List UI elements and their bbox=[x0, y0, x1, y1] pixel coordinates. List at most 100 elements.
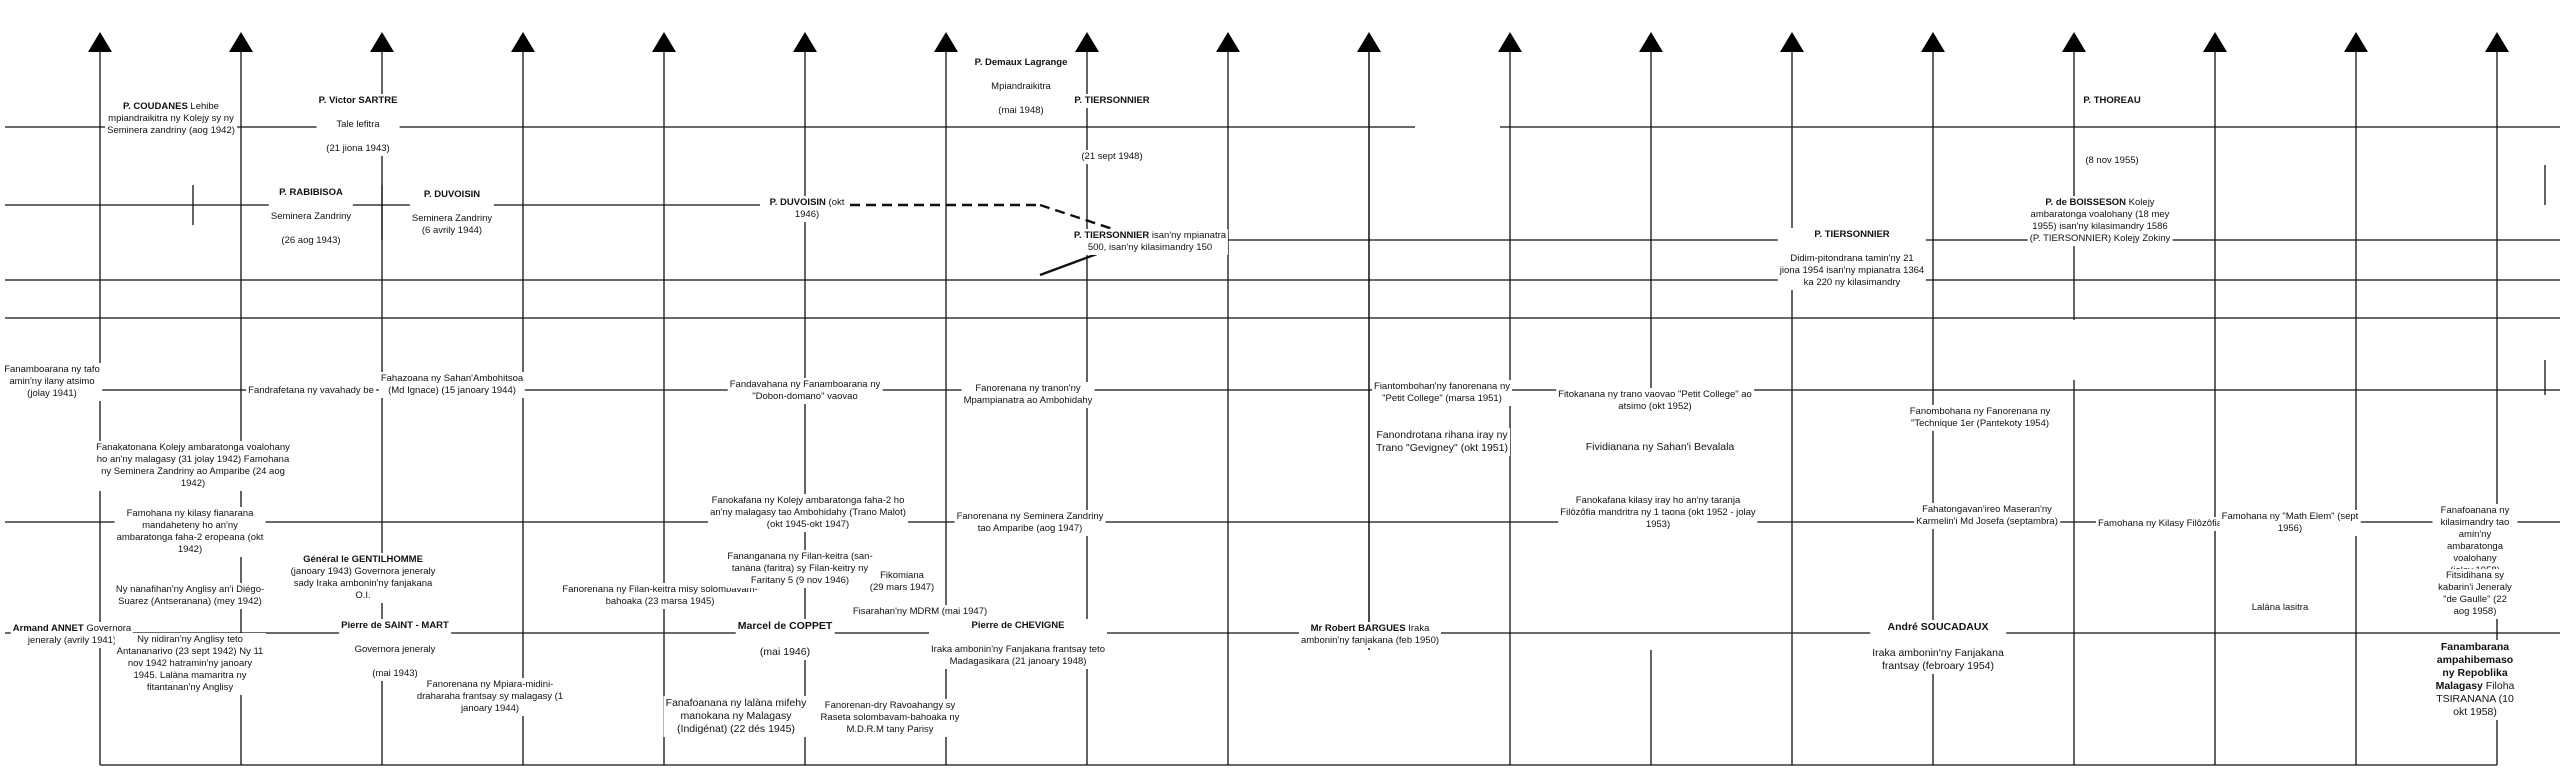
event-label-text: Fividianana ny Sahan'i Bevalala bbox=[1585, 441, 1735, 453]
event-label: Fanamboarana ny tafo amin'ny ilany atsim… bbox=[2, 363, 102, 401]
event-label-text: Fanokafana kilasy iray ho an'ny taranja … bbox=[1560, 495, 1756, 530]
event-label-name: Général le GENTILHOMME bbox=[303, 554, 423, 565]
event-label-text: isan'ny mpianatra 500, isan'ny kilasiman… bbox=[1087, 230, 1227, 253]
event-label: Fandrafetana ny vavahady be bbox=[246, 384, 376, 398]
event-label-text: Mpiandraikitra (mai 1948) bbox=[991, 81, 1051, 116]
event-label: Fanorenana ny Mpiara-midini- draharaha f… bbox=[414, 678, 566, 716]
event-label: Marcel de COPPET (mai 1946) bbox=[735, 619, 835, 660]
year-marker-1945 bbox=[511, 32, 535, 52]
event-label-text: Fiantombohan'ny fanorenana ny "Petit Col… bbox=[1374, 381, 1510, 404]
event-label-text: Fanorenan-dry Ravoahangy sy Raseta solom… bbox=[820, 700, 960, 735]
year-marker-1958 bbox=[2344, 32, 2368, 52]
event-label: Famohana ny "Math Elem" (sept 1956) bbox=[2219, 510, 2361, 536]
event-label-text: Fitsidihana sy kabarin'i Jeneraly "de Ga… bbox=[2438, 570, 2512, 617]
event-label: Fanorenana ny tranon'ny Mpampianatra ao … bbox=[961, 382, 1095, 408]
event-label: Famohana ny kilasy fianarana mandaheteny… bbox=[114, 507, 266, 557]
event-label: Mr Robert BARGUES Iraka ambonin'ny fanja… bbox=[1298, 622, 1442, 648]
event-label: Fanorenan-dry Ravoahangy sy Raseta solom… bbox=[818, 699, 962, 737]
event-label: P. COUDANES Lehibe mpiandraikitra ny Kol… bbox=[105, 100, 237, 138]
event-label: Fanambarana ampahibemaso ny Repoblika Ma… bbox=[2432, 640, 2518, 720]
event-label-text: Ny nidiran'ny Anglisy teto Antananarivo … bbox=[116, 634, 264, 693]
event-label-text: Governora jeneraly (mai 1943) bbox=[354, 644, 436, 679]
year-marker-1957 bbox=[2203, 32, 2227, 52]
year-marker-1956 bbox=[2062, 32, 2086, 52]
event-label: P. Victor SARTRE Tale lefitra (21 jiona … bbox=[316, 94, 400, 156]
event-label-text: Fanafoanana ny lalàna mifehy manokana ny… bbox=[665, 697, 807, 735]
event-label: P. TIERSONNIER Didim-pitondrana tamin'ny… bbox=[1777, 228, 1927, 290]
event-label-text: Famohana ny "Math Elem" (sept 1956) bbox=[2221, 511, 2359, 534]
event-label-text: (mai 1946) bbox=[759, 646, 811, 658]
event-label: Fanakatonana Kolejy ambaratonga voalohan… bbox=[94, 441, 292, 491]
event-label: Fahazoana ny Sahan'Ambohitsoa (Md Ignace… bbox=[378, 372, 526, 398]
year-marker-1948 bbox=[934, 32, 958, 52]
event-label-text: Fikomiana (29 mars 1947) bbox=[869, 570, 935, 593]
year-marker-1947 bbox=[793, 32, 817, 52]
event-label: Général le GENTILHOMME (janoary 1943) Go… bbox=[288, 553, 438, 603]
event-label: P. de BOISSESON Kolejy ambaratonga voalo… bbox=[2027, 196, 2173, 246]
event-label-text: Lalàna lasitra bbox=[2251, 602, 2309, 613]
event-label-text: Governora jeneraly (avrily 1941) bbox=[27, 623, 132, 646]
event-label: P. TIERSONNIER bbox=[1072, 94, 1152, 108]
event-label-text: Fanondrotana rihana iray ny Trano "Gevig… bbox=[1376, 429, 1508, 454]
event-label: P. DUVOISIN Seminera Zandriny (6 avrily … bbox=[409, 188, 495, 238]
event-label-name: P. COUDANES bbox=[123, 101, 188, 112]
event-label-text: Fanorenana ny Filan-keitra misy solombav… bbox=[562, 584, 758, 607]
event-label-text: Fanamboarana ny tafo amin'ny ilany atsim… bbox=[4, 364, 100, 399]
event-label: Fividianana ny Sahan'i Bevalala bbox=[1583, 440, 1737, 455]
event-label-name: P. THOREAU bbox=[2083, 95, 2141, 106]
event-label: Fanafoanana ny kilasimandry tao amin'ny … bbox=[2432, 504, 2518, 578]
event-label-name: Pierre de SAINT - MART bbox=[341, 620, 449, 631]
year-marker-1944 bbox=[370, 32, 394, 52]
event-label-name: Pierre de CHEVIGNE bbox=[971, 620, 1065, 631]
event-label-name: Mr Robert BARGUES bbox=[1310, 623, 1406, 634]
event-label-name: P. TIERSONNIER bbox=[1074, 95, 1150, 106]
year-marker-1952 bbox=[1498, 32, 1522, 52]
event-label-name: P. de BOISSESON bbox=[2045, 197, 2127, 208]
event-label-text: Filoha TSIRANANA (10 okt 1958) bbox=[2436, 680, 2515, 718]
event-label-name: Marcel de COPPET bbox=[737, 620, 833, 632]
event-label: P. THOREAU bbox=[2081, 94, 2143, 108]
event-label: (8 nov 1955) bbox=[2083, 154, 2141, 168]
event-label-text: Fandrafetana ny vavahady be bbox=[248, 385, 374, 396]
event-label: P. TIERSONNIER isan'ny mpianatra 500, is… bbox=[1071, 229, 1229, 255]
event-label-name: P. DUVOISIN bbox=[423, 189, 481, 200]
event-label: Pierre de CHEVIGNE Iraka ambonin'ny Fanj… bbox=[929, 619, 1107, 669]
event-label-text: Fahatongavan'ireo Maseran'ny Karmelin'i … bbox=[1916, 504, 2058, 527]
year-marker-1953 bbox=[1639, 32, 1663, 52]
event-label: Fanondrotana rihana iray ny Trano "Gevig… bbox=[1374, 428, 1510, 456]
event-label-name: Armand ANNET bbox=[12, 623, 84, 634]
event-label-name: P. TIERSONNIER bbox=[1073, 230, 1150, 241]
event-label-text: Iraka ambonin'ny Fanjakana frantsay teto… bbox=[931, 644, 1105, 667]
event-label-name: P. Demaux Lagrange bbox=[974, 57, 1068, 68]
year-marker-1946 bbox=[652, 32, 676, 52]
event-label: Fiantombohan'ny fanorenana ny "Petit Col… bbox=[1372, 380, 1512, 406]
event-label: Fikomiana (29 mars 1947) bbox=[867, 569, 937, 595]
event-label: Ny nidiran'ny Anglisy teto Antananarivo … bbox=[114, 633, 266, 695]
year-marker-1954 bbox=[1780, 32, 1804, 52]
event-label-text: Seminera Zandriny (6 avrily 1944) bbox=[411, 213, 493, 236]
year-marker-1955 bbox=[1921, 32, 1945, 52]
year-marker-1943 bbox=[229, 32, 253, 52]
event-label: Ny nanafihan'ny Anglisy an'i Diégo- Suar… bbox=[113, 583, 267, 609]
event-label-text: (8 nov 1955) bbox=[2085, 155, 2139, 166]
event-label-name: André SOUCADAUX bbox=[1887, 621, 1989, 633]
event-label: (21 sept 1948) bbox=[1079, 150, 1145, 164]
event-label-name: P. DUVOISIN bbox=[769, 197, 826, 208]
event-label-text: Famohana ny Kilasy Filôzôfia bbox=[2097, 518, 2223, 529]
event-label-text: Fanorenana ny tranon'ny Mpampianatra ao … bbox=[963, 383, 1093, 406]
event-label-text: Fahazoana ny Sahan'Ambohitsoa (Md Ignace… bbox=[380, 373, 524, 396]
event-label-text: Fitokanana ny trano vaovao "Petit Colleg… bbox=[1558, 389, 1752, 412]
event-label: Fahatongavan'ireo Maseran'ny Karmelin'i … bbox=[1914, 503, 2060, 529]
event-label: Fitsidihana sy kabarin'i Jeneraly "de Ga… bbox=[2432, 569, 2518, 619]
event-label-text: Fandavahana ny Fanamboarana ny "Dobon-do… bbox=[729, 379, 881, 402]
event-label: Fisarahan'ny MDRM (mai 1947) bbox=[850, 605, 990, 619]
event-label-text: Fananganana ny Filan-keitra (san- tanàna… bbox=[727, 551, 873, 586]
event-label-text: Lehibe mpiandraikitra ny Kolejy sy ny Se… bbox=[107, 101, 235, 136]
event-label: Armand ANNET Governora jeneraly (avrily … bbox=[10, 622, 134, 648]
event-label: Lalàna lasitra bbox=[2249, 601, 2311, 615]
year-marker-1959 bbox=[2485, 32, 2509, 52]
event-label-text: Fisarahan'ny MDRM (mai 1947) bbox=[852, 606, 988, 617]
event-label-text: Fanorenana ny Mpiara-midini- draharaha f… bbox=[416, 679, 564, 714]
event-label: Fananganana ny Filan-keitra (san- tanàna… bbox=[725, 550, 875, 588]
